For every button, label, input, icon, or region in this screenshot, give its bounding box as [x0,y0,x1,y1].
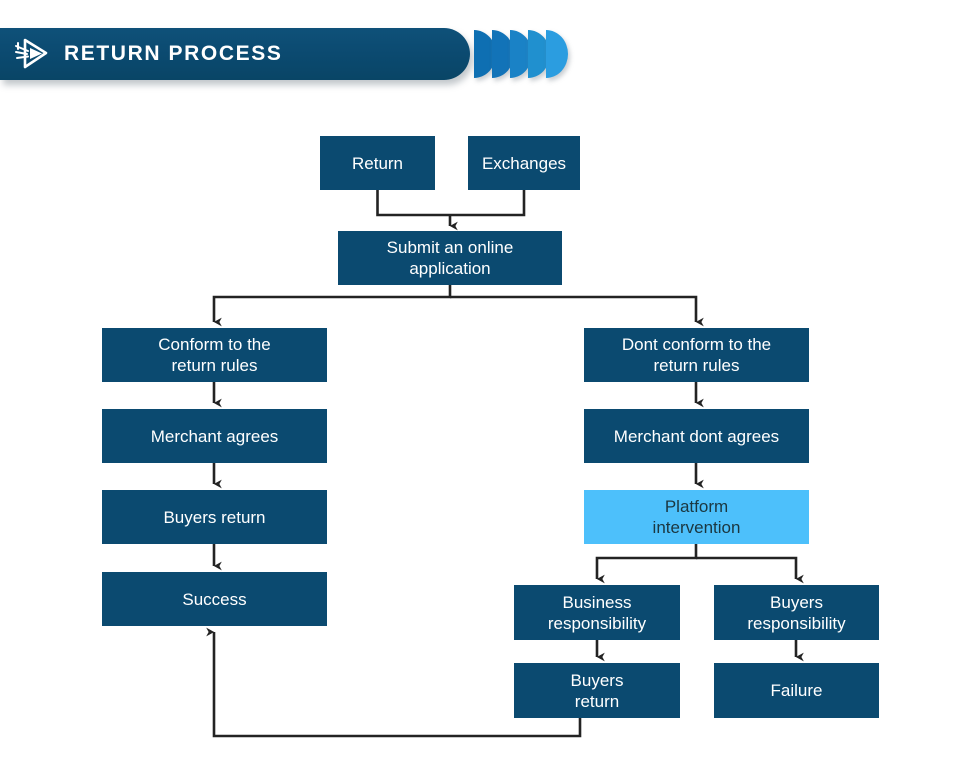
node-buyers-return-right-line2: return [574,691,620,711]
node-dont-conform-line1: Dont conform to the [621,335,772,354]
node-failure-line1: Failure [770,681,823,700]
node-merchant-dont-agrees-line1: Merchant dont agrees [613,426,780,446]
node-merchant-agrees-line1: Merchant agrees [150,426,279,446]
node-conform-line2: return rules [171,356,258,375]
node-exchanges-line1: Exchanges [481,153,567,173]
node-success[interactable]: Success [102,572,327,626]
node-submit-application-line1: Submit an online [386,238,514,257]
play-arrow-logo-icon [14,37,50,71]
node-business-responsibility[interactable]: Business responsibility [514,585,680,640]
node-platform-intervention[interactable]: Platform intervention [584,490,809,544]
header-banner [0,28,470,80]
banner-stripe-2 [492,30,514,78]
node-merchant-agrees[interactable]: Merchant agrees [102,409,327,463]
page-title: RETURN PROCESS [64,42,283,65]
node-return[interactable]: Return [320,136,435,190]
banner-stripe-1 [474,30,496,78]
node-platform-line1: Platform [664,497,729,516]
node-buyers-return-right-line1: Buyers [570,670,624,690]
banner-stripe-4 [528,30,550,78]
node-failure[interactable]: Failure [714,663,879,718]
node-platform-line2: intervention [652,518,741,537]
node-submit-application-line2: application [409,259,491,278]
node-buyers-responsibility[interactable]: Buyers responsibility [714,585,879,640]
node-merchant-dont-agrees[interactable]: Merchant dont agrees [584,409,809,463]
node-business-responsibility-line2: responsibility [547,613,647,633]
banner-stripe-5 [546,30,568,78]
node-conform-line1: Conform to the [158,335,271,354]
node-conform-to-return-rules[interactable]: Conform to the return rules [102,328,327,382]
node-business-responsibility-line1: Business [562,592,632,612]
banner-stripe-3 [510,30,532,78]
node-dont-conform-to-return-rules[interactable]: Dont conform to the return rules [584,328,809,382]
node-success-line1: Success [182,589,247,609]
node-return-line1: Return [351,153,404,173]
node-buyers-responsibility-line1: Buyers [770,592,823,612]
node-exchanges[interactable]: Exchanges [468,136,580,190]
node-dont-conform-line2: return rules [653,356,740,375]
node-submit-application[interactable]: Submit an online application [338,231,562,285]
node-buyers-responsibility-line2: responsibility [747,613,846,633]
node-buyers-return-left-line1: Buyers return [163,507,266,527]
node-buyers-return-left[interactable]: Buyers return [102,490,327,544]
node-buyers-return-right[interactable]: Buyers return [514,663,680,718]
